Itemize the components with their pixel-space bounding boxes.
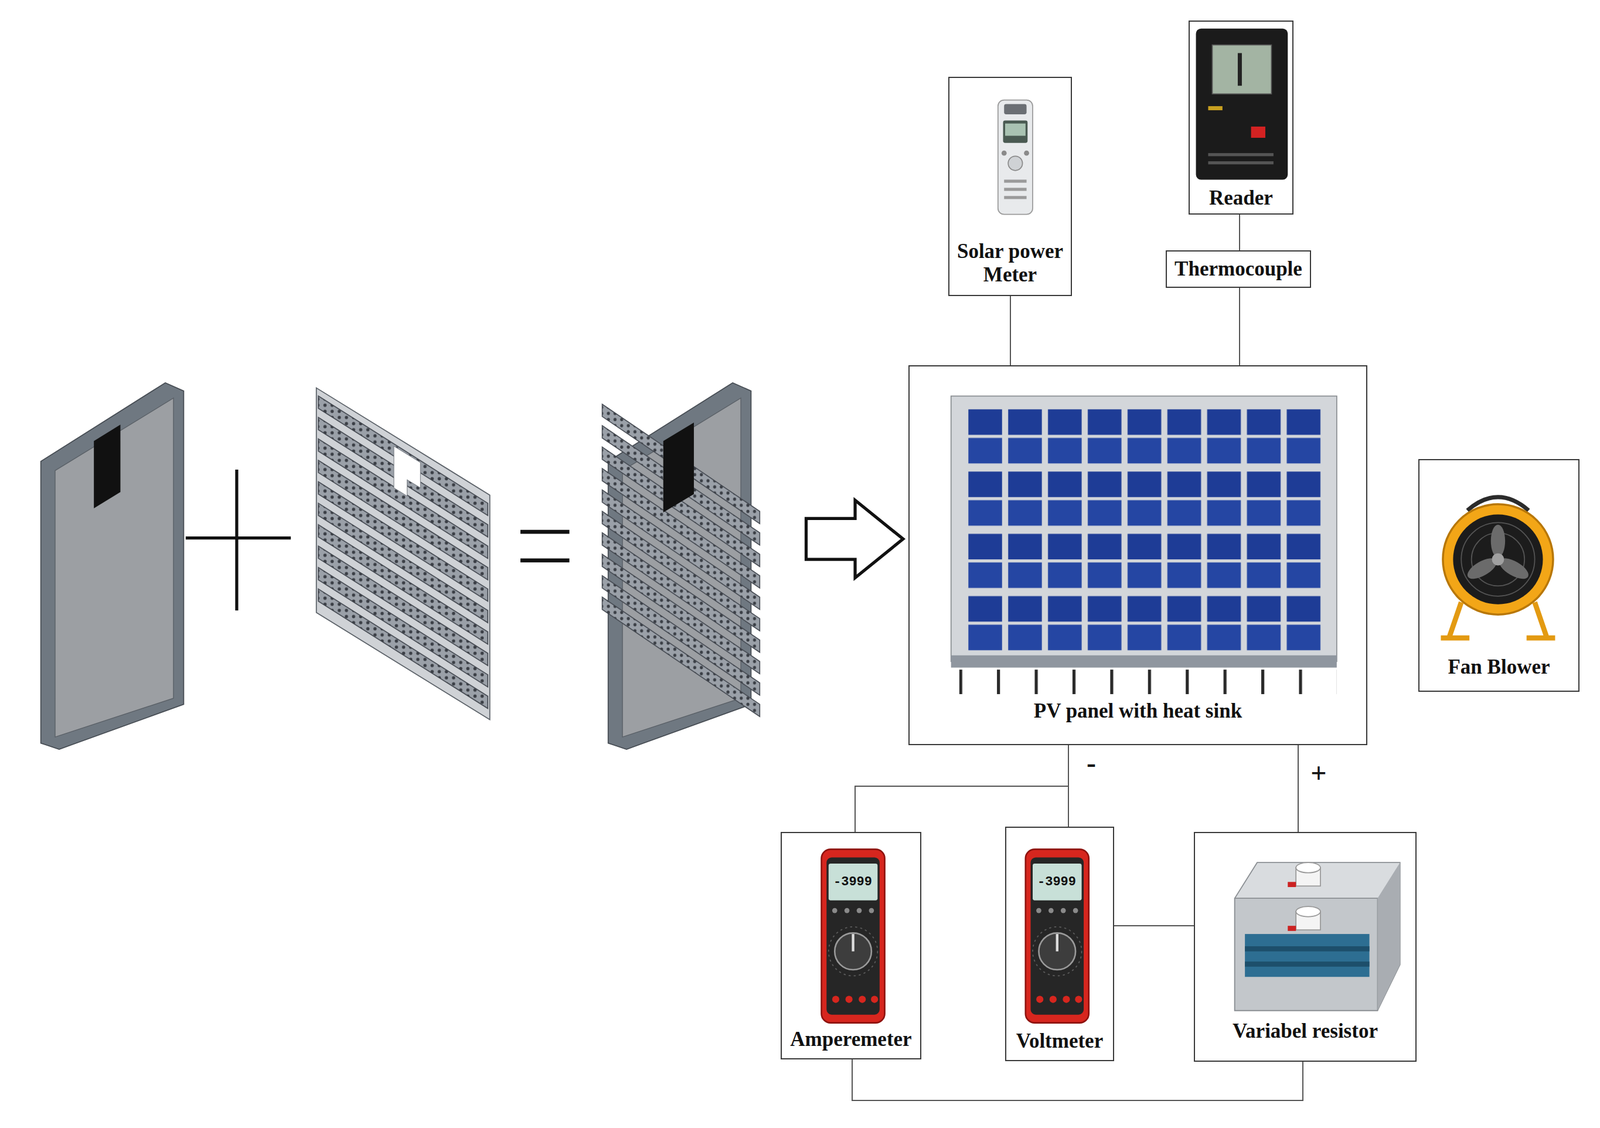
pv-panel-illustration — [965, 406, 1324, 656]
equals-sign-symbol — [520, 531, 570, 561]
meter-reading: -3999 — [1037, 874, 1077, 890]
fan-blower-icon — [1442, 504, 1554, 615]
fan-box: Fan Blower — [1418, 458, 1580, 692]
thermometer-reader-icon — [1251, 126, 1266, 138]
hollow-arrow-symbol — [805, 499, 903, 578]
fan-blower-icon — [1440, 601, 1555, 638]
pv-panel-with-heat-sink-drawing — [663, 422, 694, 513]
plus-sign-symbol — [235, 469, 238, 611]
solar-power-meter-icon — [1003, 120, 1028, 143]
pv-panel-with-heat-sink-drawing — [602, 382, 761, 750]
pv-panel-illustration — [951, 655, 1337, 668]
resistor-box: Variabel resistor — [1193, 831, 1417, 1062]
variable-resistor-icon — [1244, 933, 1370, 977]
fan-blower-icon — [1452, 514, 1543, 605]
wire — [1009, 295, 1011, 366]
polarity-sign: + — [1310, 756, 1327, 789]
heat-sink-drawing — [316, 387, 490, 720]
variable-resistor-icon — [1295, 906, 1321, 917]
instrument-box: Solar power Meter — [948, 76, 1072, 296]
pv-panel-with-heat-sink-drawing — [602, 403, 761, 717]
wire — [855, 744, 1069, 832]
variable-resistor-icon — [1287, 881, 1296, 887]
wire — [1238, 287, 1241, 366]
pv-panel-with-heat-sink-drawing — [602, 403, 761, 717]
solar-power-meter-icon — [1005, 123, 1026, 136]
solar-power-meter-icon — [1003, 179, 1027, 183]
meter-box: Voltmeter — [1005, 826, 1115, 1061]
heat-sink-drawing — [316, 387, 490, 720]
polarity-sign: - — [1086, 746, 1096, 779]
fan-blower-icon — [1491, 553, 1504, 566]
node-label: PV panel with heat sink — [1033, 699, 1242, 723]
thermometer-reader-icon — [1196, 28, 1289, 180]
wire — [1067, 744, 1070, 827]
multimeter-drawings — [1025, 849, 1089, 1023]
fan-blower-icon — [1440, 496, 1555, 638]
pv-panel-front-drawing — [41, 382, 185, 750]
equals-sign-symbol — [520, 529, 570, 534]
node-label: Variabel resistor — [1232, 1019, 1378, 1043]
pv-panel-front-drawing — [41, 382, 185, 750]
wire — [1114, 924, 1194, 927]
heat-sink-drawing — [393, 446, 421, 496]
meter-box: Amperemeter — [780, 831, 922, 1060]
multimeter-drawings — [821, 849, 1089, 1023]
solar-power-meter-icon — [1003, 104, 1027, 115]
thermometer-reader-icon — [1212, 45, 1272, 95]
wire — [1297, 744, 1299, 832]
fan-blower-icon — [1461, 522, 1535, 596]
node-label: Amperemeter — [790, 1027, 912, 1051]
plus-sign-symbol — [185, 469, 291, 611]
pv-panel-illustration — [951, 396, 1337, 662]
variable-resistor-icon — [1287, 925, 1296, 931]
sensor-box: Thermocouple — [1165, 250, 1312, 288]
solar-power-meter-icon — [998, 100, 1033, 215]
hollow-arrow-symbol — [805, 499, 903, 578]
solar-power-meter-icon — [1003, 187, 1027, 191]
solar-power-meter-icon — [1001, 150, 1007, 156]
solar-power-meter-icon — [998, 100, 1033, 215]
solar-power-meter-icon — [1008, 155, 1023, 170]
thermometer-reader-icon — [1196, 28, 1289, 180]
wire — [852, 1059, 1303, 1101]
solar-power-meter-icon — [1023, 150, 1030, 156]
pv-panel-illustration — [959, 669, 1337, 694]
solar-power-meter-icon — [1003, 195, 1027, 199]
panel-box: PV panel with heat sink — [908, 365, 1368, 745]
wire — [1238, 214, 1241, 251]
pv-panel-illustration — [951, 396, 1337, 694]
variable-resistor-icon — [1234, 862, 1401, 1010]
node-label: Thermocouple — [1174, 257, 1303, 281]
thermometer-reader-icon — [1207, 152, 1273, 156]
variable-resistor-icon — [1244, 961, 1370, 967]
equals-sign-symbol — [520, 557, 570, 563]
pv-panel-front-drawing — [93, 424, 121, 509]
illustration — [41, 28, 1556, 1023]
thermometer-reader-icon — [1207, 161, 1273, 165]
variable-resistor-icon — [1295, 862, 1321, 873]
variable-resistor-icon — [1377, 862, 1400, 1010]
node-label: Fan Blower — [1447, 655, 1550, 679]
node-label: Reader — [1209, 186, 1273, 210]
heat-sink-drawing — [318, 396, 488, 709]
multimeter-drawings — [821, 849, 885, 1023]
fan-blower-icon — [1490, 524, 1506, 558]
reader-box: Reader — [1188, 20, 1294, 215]
variable-resistor-icon — [1234, 862, 1401, 1010]
thermometer-reader-icon — [1237, 53, 1242, 87]
node-label: Solar power Meter — [956, 239, 1064, 288]
node-label: Voltmeter — [1016, 1029, 1104, 1053]
variable-resistor-icon — [1244, 945, 1370, 952]
meter-reading: -3999 — [833, 874, 873, 890]
thermometer-reader-icon — [1207, 106, 1222, 111]
variable-resistor-icon — [1234, 897, 1378, 1011]
